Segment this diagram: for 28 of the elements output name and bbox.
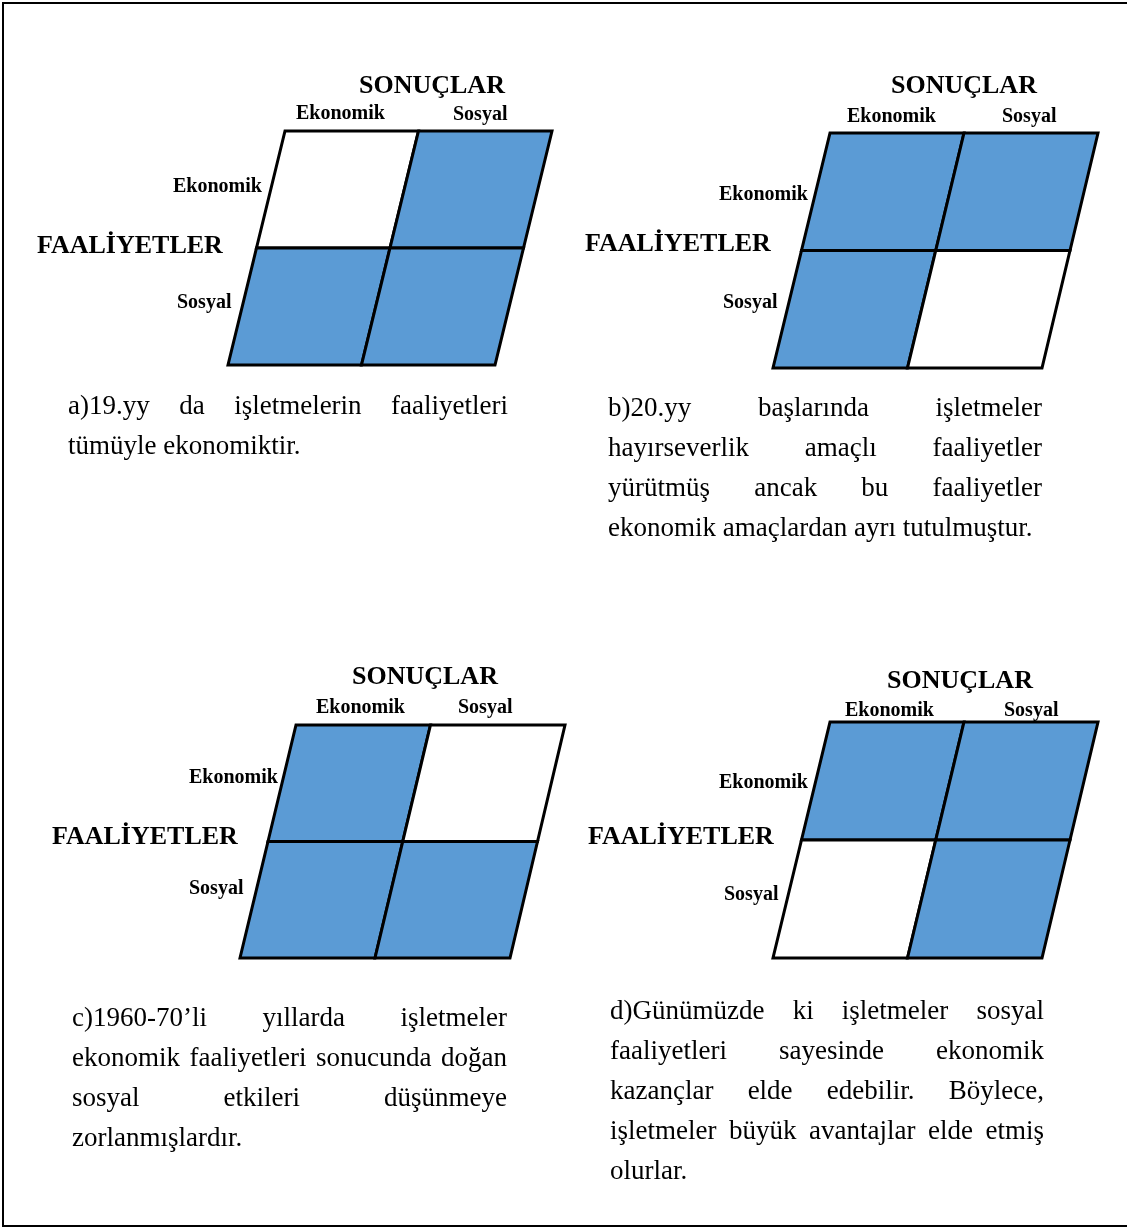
row-heading: Ekonomik (173, 175, 262, 195)
row-heading: Ekonomik (189, 766, 278, 786)
caption: b)20.yy başlarında işletmeler hayırseverlik amaçlı faaliyetler yürütmüş ancak bu faaliyetler ekonomik amaçlardan ayrı tutulmuştur. (608, 391, 1042, 544)
row-heading: Ekonomik (719, 771, 808, 791)
column-heading: Ekonomik (847, 105, 936, 125)
axis-title: FAALİYETLER (37, 232, 223, 258)
row-heading: Sosyal (189, 877, 244, 897)
axis-title: SONUÇLAR (352, 663, 498, 689)
axis-title: FAALİYETLER (588, 823, 774, 849)
row-heading: Sosyal (723, 291, 778, 311)
caption: a)19.yy da işletmelerin faaliyetleri tümüyle ekonomiktir. (68, 389, 508, 462)
column-heading: Ekonomik (316, 696, 405, 716)
row-heading: Ekonomik (719, 183, 808, 203)
row-heading: Sosyal (724, 883, 779, 903)
axis-title: SONUÇLAR (359, 72, 505, 98)
axis-title: FAALİYETLER (585, 230, 771, 256)
axis-title: SONUÇLAR (891, 72, 1037, 98)
column-heading: Sosyal (1002, 105, 1057, 125)
column-heading: Ekonomik (845, 699, 934, 719)
caption: d)Günümüzde ki işletmeler sosyal faaliyetleri sayesinde ekonomik kazançlar elde edebilir. Böylece, işletmeler büyük avantajlar elde etmiş olurlar. (610, 994, 1044, 1187)
column-heading: Sosyal (1004, 699, 1059, 719)
column-heading: Sosyal (453, 103, 508, 123)
column-heading: Ekonomik (296, 102, 385, 122)
axis-title: FAALİYETLER (52, 823, 238, 849)
row-heading: Sosyal (177, 291, 232, 311)
axis-title: SONUÇLAR (887, 667, 1033, 693)
caption: c)1960-70’li yıllarda işletmeler ekonomik faaliyetleri sonucunda doğan sosyal etkileri düşünmeye zorlanmışlardır. (72, 1001, 507, 1154)
column-heading: Sosyal (458, 696, 513, 716)
